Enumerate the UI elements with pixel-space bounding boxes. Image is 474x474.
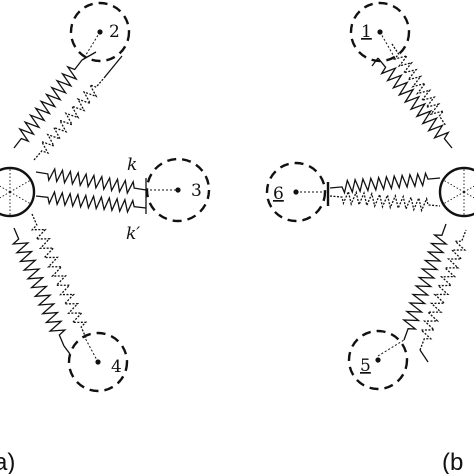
central-particle-b [438,166,474,218]
central-particle-b-spoke [442,179,465,193]
central-particle-a-spoke [0,191,11,199]
spring-constant-k-prime: k′ [126,224,140,244]
spring-4-inner [30,213,88,339]
spring-6-upper [329,171,441,195]
link-5-center [377,339,405,357]
link-2-center [83,31,101,59]
spring-2-outer [13,59,83,149]
neighbor-node-3 [145,157,211,223]
spring-2-inner [33,77,105,161]
central-particle-b-spoke [442,191,465,205]
nodes-layer [0,1,474,393]
neighbor-node-4-center-dot [95,359,101,365]
bond-2-b [103,55,123,79]
node-label-4: 4 [111,357,122,377]
bond-2-a [81,51,97,61]
panel-a-caption: a) [0,449,15,474]
bond-1-a [371,57,379,67]
neighbor-node-5 [347,329,409,391]
spring-5-inner [419,229,467,351]
spring-6-lower [329,189,441,213]
spring-3-k-prime [35,189,147,215]
neighbor-node-6 [265,161,327,223]
spring-1-inner [391,43,447,127]
node-label-3: 3 [191,181,202,201]
neighbor-node-2 [69,1,131,63]
node-label-2: 2 [109,22,120,42]
central-particle-a [0,166,36,218]
spring-5-outer [401,223,449,341]
central-particle-b-spoke [463,185,474,193]
spring-1-outer [377,57,453,149]
neighbor-node-1-center-dot [377,29,383,35]
central-particle-a-spoke [0,185,11,193]
springs-layer [11,43,467,351]
central-particle-b-spoke [463,191,474,199]
node-label-6: 6 [273,184,284,204]
link-4-center [83,335,99,363]
spring-4-outer [11,227,67,347]
neighbor-node-3-center-dot [175,187,181,193]
bond-4-a [63,345,71,355]
link-1-center [379,31,397,61]
node-label-5: 5 [360,356,371,376]
central-particle-a-spoke [9,179,32,193]
neighbor-node-4 [67,331,129,393]
spring-constant-k: k [127,155,137,175]
neighbor-node-1 [349,1,411,63]
bond-5-a [419,349,429,363]
node-label-1: 1 [361,22,372,42]
neighbor-node-2-center-dot [97,29,103,35]
neighbor-node-5-center-dot [375,357,381,363]
panel-b-caption: (b [442,449,463,474]
spring-3-k [35,166,147,196]
neighbor-node-6-center-dot [293,189,299,195]
central-particle-a-spoke [9,191,32,205]
